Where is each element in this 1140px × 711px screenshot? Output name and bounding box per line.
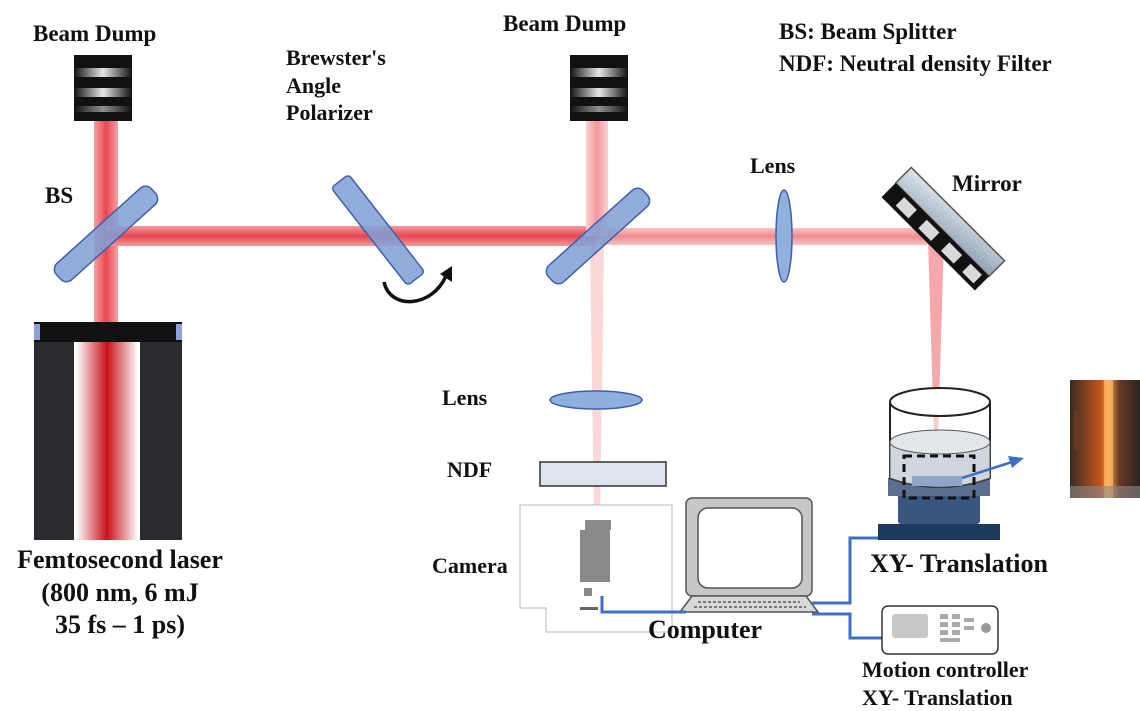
computer-label: Computer — [648, 615, 763, 644]
lens-icon — [549, 390, 643, 410]
stage-cable — [812, 536, 880, 605]
polarizer-label: Brewster's Angle Polarizer — [286, 44, 386, 127]
imaging-beam-to-camera — [590, 246, 604, 520]
controller-cable — [812, 612, 884, 640]
beam-dump-label: Beam Dump — [503, 11, 627, 36]
mirror-icon — [881, 166, 1006, 291]
beam-dump-icon — [570, 55, 628, 121]
rotation-arrow-icon — [382, 266, 452, 304]
lens-label: Lens — [442, 385, 488, 410]
camera-label: Camera — [432, 553, 508, 578]
motion-controller-label: Motion controller XY- Translation — [862, 656, 1028, 711]
laser-label: Femtosecond laser (800 nm, 6 mJ 35 fs – … — [0, 544, 240, 642]
camera-cable — [600, 596, 686, 614]
sample-cell-icon — [889, 387, 1024, 500]
laser-icon — [34, 322, 182, 540]
legend-beam-splitter: BS: Beam Splitter — [779, 19, 957, 44]
polarizer-label-line: Polarizer — [286, 100, 373, 125]
ndf-label: NDF — [447, 457, 493, 482]
focused-beam-to-sample — [928, 240, 944, 470]
laser-beam-horizontal-main — [106, 226, 596, 246]
lens-icon — [775, 189, 793, 283]
laser-label-line: Femtosecond laser — [17, 545, 223, 574]
laser-label-line: (800 nm, 6 mJ — [41, 577, 199, 607]
polarizer-icon — [332, 175, 424, 285]
motion-controller-label-line: XY- Translation — [862, 684, 1013, 710]
laser-beam-horizontal-transmitted — [596, 228, 936, 245]
beam-splitter-icon — [545, 187, 651, 285]
beam-dump-icon — [74, 55, 132, 121]
xy-translation-label: XY- Translation — [870, 549, 1048, 578]
beam-dump-label: Beam Dump — [33, 21, 157, 46]
legend-ndf: NDF: Neutral density Filter — [779, 51, 1052, 76]
beam-splitter-icon — [53, 185, 159, 283]
plasma-image — [1070, 380, 1140, 498]
motion-controller-label-line: Motion controller — [862, 657, 1029, 682]
camera-icon — [580, 520, 611, 610]
laser-beam-to-beam-dump — [586, 120, 608, 236]
polarizer-label-line: Angle — [286, 72, 341, 98]
mirror-label: Mirror — [952, 171, 1022, 196]
computer-icon — [678, 497, 820, 613]
laser-label-line: 35 fs – 1 ps) — [54, 610, 185, 639]
ndf-filter-icon — [539, 461, 667, 487]
beam-splitter-label: BS — [45, 183, 74, 208]
motion-controller-icon — [881, 605, 999, 655]
lens-label: Lens — [750, 153, 796, 178]
polarizer-label-line: Brewster's — [286, 45, 386, 70]
